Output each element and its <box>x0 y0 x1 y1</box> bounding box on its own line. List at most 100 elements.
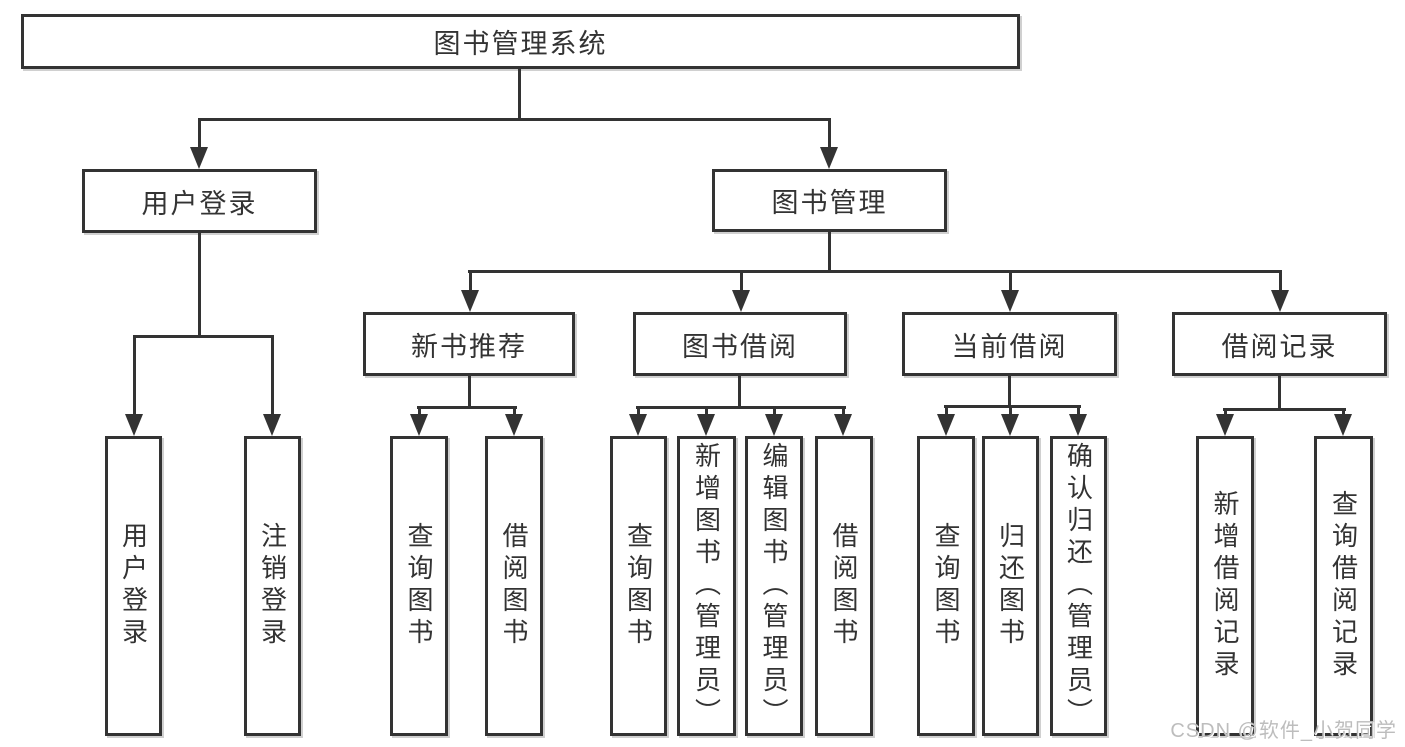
connector-recommend-rail <box>417 406 517 409</box>
leaf-label: 借阅图书 <box>499 522 529 650</box>
arrow-stem <box>704 409 708 414</box>
down-arrow <box>1001 408 1019 436</box>
arrow-stem <box>132 338 136 414</box>
arrow-stem <box>739 273 743 290</box>
arrowhead-icon <box>1334 414 1352 436</box>
node-current-borrowing: 当前借阅 <box>902 312 1117 376</box>
arrowhead-icon <box>834 414 852 436</box>
arrowhead-icon <box>505 414 523 436</box>
arrow-stem <box>636 409 640 414</box>
connector-records-drop <box>1278 376 1281 408</box>
leaf-label: 注销登录 <box>257 522 288 650</box>
arrowhead-icon <box>263 414 281 436</box>
down-arrow <box>1271 273 1289 312</box>
arrowhead-icon <box>410 414 428 436</box>
down-arrow <box>820 121 838 169</box>
arrowhead-icon <box>190 147 208 169</box>
down-arrow <box>834 409 852 436</box>
down-arrow <box>1334 411 1352 436</box>
down-arrow <box>937 408 955 436</box>
leaf-label: 新增借阅记录 <box>1210 490 1240 682</box>
arrowhead-icon <box>732 290 750 312</box>
down-arrow <box>732 273 750 312</box>
connector-borrowing-drop <box>738 376 741 406</box>
connector-user-login-rail <box>133 335 274 338</box>
leaf-edit-books-admin: 编辑图书（管理员） <box>745 436 803 736</box>
arrow-stem <box>1341 411 1345 414</box>
connector-level3-rail <box>468 270 1282 273</box>
leaf-add-borrow-record: 新增借阅记录 <box>1196 436 1254 736</box>
leaf-add-books-admin: 新增图书（管理员） <box>677 436 736 736</box>
down-arrow <box>1069 408 1087 436</box>
leaf-label: 编辑图书（管理员） <box>759 442 789 730</box>
leaf-query-books-recommend: 查询图书 <box>390 436 448 736</box>
node-user-login: 用户登录 <box>82 169 317 233</box>
node-book-borrowing: 图书借阅 <box>633 312 847 376</box>
arrow-stem <box>772 409 776 414</box>
down-arrow <box>125 338 143 436</box>
node-label: 当前借阅 <box>951 331 1068 362</box>
arrow-stem <box>1223 411 1227 414</box>
down-arrow <box>629 409 647 436</box>
arrow-stem <box>512 409 516 414</box>
leaf-query-borrow-record: 查询借阅记录 <box>1314 436 1373 736</box>
leaf-label: 借阅图书 <box>829 522 859 650</box>
down-arrow <box>461 273 479 312</box>
node-book-management: 图书管理 <box>712 169 947 232</box>
leaf-user-login: 用户登录 <box>105 436 162 736</box>
arrow-stem <box>1008 408 1012 414</box>
arrow-stem <box>417 409 421 414</box>
node-borrowing-records: 借阅记录 <box>1172 312 1387 376</box>
csdn-watermark: CSDN @软件_小贺同学 <box>1170 720 1397 742</box>
leaf-label: 查询图书 <box>404 522 434 650</box>
leaf-return-books: 归还图书 <box>982 436 1039 736</box>
node-label: 新书推荐 <box>411 331 527 362</box>
down-arrow <box>505 409 523 436</box>
arrowhead-icon <box>1001 290 1019 312</box>
down-arrow <box>697 409 715 436</box>
leaf-confirm-return-admin: 确认归还（管理员） <box>1050 436 1107 736</box>
node-label: 用户登录 <box>141 188 258 219</box>
arrow-stem <box>1008 273 1012 290</box>
arrow-stem <box>468 273 472 290</box>
arrowhead-icon <box>125 414 143 436</box>
arrowhead-icon <box>765 414 783 436</box>
arrow-stem <box>270 338 274 414</box>
leaf-label: 确认归还（管理员） <box>1063 442 1094 730</box>
connector-user-login-drop <box>198 233 201 335</box>
leaf-label: 用户登录 <box>118 522 149 650</box>
connector-records-rail <box>1223 408 1346 411</box>
leaf-query-books-current: 查询图书 <box>917 436 975 736</box>
arrow-stem <box>944 408 948 414</box>
node-label: 借阅记录 <box>1221 331 1338 362</box>
arrowhead-icon <box>820 147 838 169</box>
arrowhead-icon <box>937 414 955 436</box>
arrow-stem <box>827 121 831 147</box>
node-label: 图书借阅 <box>682 331 798 362</box>
down-arrow <box>1216 411 1234 436</box>
node-library-management-system: 图书管理系统 <box>21 14 1020 69</box>
connector-level2-rail <box>198 118 831 121</box>
arrow-stem <box>197 121 201 147</box>
leaf-label: 查询图书 <box>623 522 654 650</box>
arrow-stem <box>841 409 845 414</box>
node-new-book-recommend: 新书推荐 <box>363 312 575 376</box>
leaf-label: 新增图书（管理员） <box>691 442 722 730</box>
connector-borrowing-rail <box>636 406 846 409</box>
connector-current-drop <box>1008 376 1011 405</box>
leaf-logout: 注销登录 <box>244 436 301 736</box>
arrowhead-icon <box>629 414 647 436</box>
leaf-label: 查询图书 <box>931 522 961 650</box>
leaf-borrow-books: 借阅图书 <box>815 436 873 736</box>
leaf-borrow-books-recommend: 借阅图书 <box>485 436 543 736</box>
leaf-query-books-borrowing: 查询图书 <box>610 436 667 736</box>
connector-book-mgmt-drop <box>828 232 831 270</box>
arrowhead-icon <box>1216 414 1234 436</box>
arrowhead-icon <box>697 414 715 436</box>
node-label: 图书管理 <box>771 188 888 218</box>
node-label: 图书管理系统 <box>433 29 608 59</box>
arrowhead-icon <box>1001 414 1019 436</box>
down-arrow <box>190 121 208 169</box>
arrowhead-icon <box>1069 414 1087 436</box>
